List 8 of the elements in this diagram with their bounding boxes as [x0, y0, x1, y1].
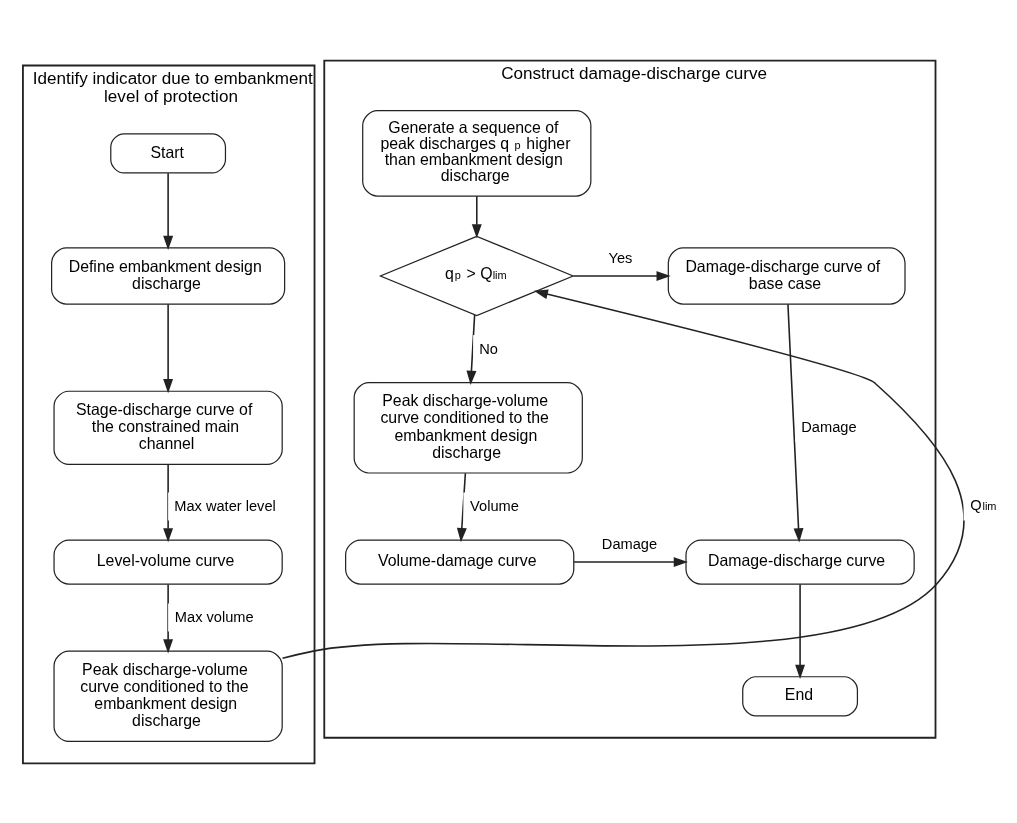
- edge-label: Yes: [608, 249, 633, 266]
- edge-label: Qlim: [970, 496, 997, 513]
- edge-label: No: [479, 340, 498, 357]
- edge-label: Damage: [601, 535, 658, 552]
- edge-label: Max water level: [174, 497, 276, 514]
- edge-label: Volume: [470, 497, 519, 514]
- edge-label: Damage: [801, 418, 857, 435]
- edge-label: Max volume: [174, 608, 254, 625]
